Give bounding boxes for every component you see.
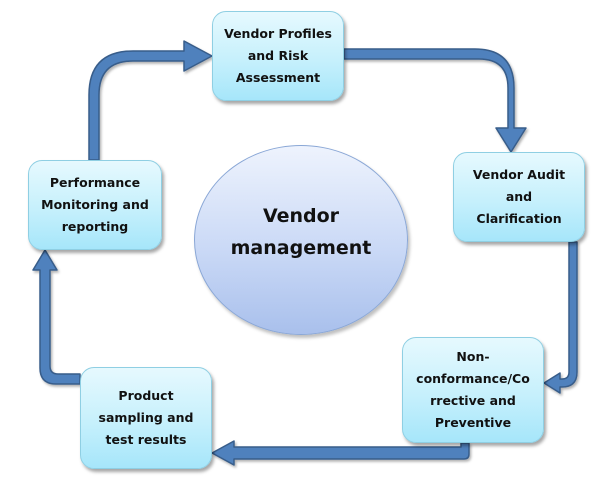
- step-label: Vendor Audit and Clarification: [472, 167, 566, 226]
- step-box-nonconformance: Non- conformance/Co rrective and Prevent…: [402, 337, 544, 443]
- center-hub: Vendor management: [194, 145, 408, 335]
- arrow-step4-to-step5: [32, 249, 81, 385]
- step-label: Product sampling and test results: [98, 388, 194, 447]
- arrow-step3-to-step4: [211, 440, 470, 466]
- arrow-step1-to-step2: [343, 48, 527, 153]
- arrow-step5-to-step1: [88, 40, 213, 161]
- step-box-product-sampling: Product sampling and test results: [80, 367, 212, 469]
- step-box-vendor-audit: Vendor Audit and Clarification: [453, 152, 585, 242]
- step-label: Performance Monitoring and reporting: [41, 175, 149, 234]
- step-label: Vendor Profiles and Risk Assessment: [224, 26, 332, 85]
- center-hub-label: Vendor management: [230, 205, 372, 259]
- step-box-performance-monitoring: Performance Monitoring and reporting: [28, 160, 162, 250]
- arrow-step2-to-step3: [543, 241, 578, 394]
- step-box-vendor-profiles: Vendor Profiles and Risk Assessment: [212, 11, 344, 101]
- step-label: Non- conformance/Co rrective and Prevent…: [416, 349, 530, 430]
